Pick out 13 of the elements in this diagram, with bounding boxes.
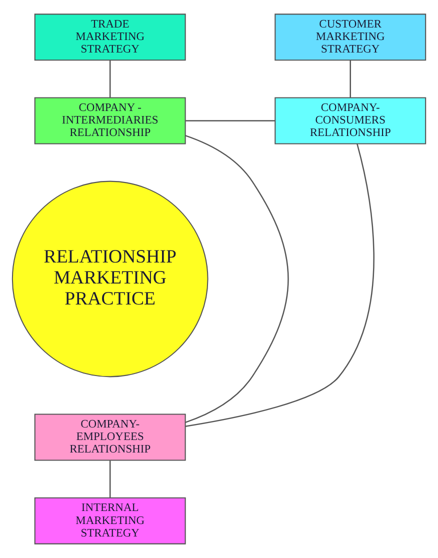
node-box: CUSTOMER MARKETING STRATEGY	[274, 14, 426, 61]
node-box: COMPANY- EMPLOYEES RELATIONSHIP	[34, 414, 186, 461]
node-box: TRADE MARKETING STRATEGY	[34, 14, 186, 61]
connector	[109, 60, 111, 98]
node-box: INTERNAL MARKETING STRATEGY	[34, 497, 186, 544]
connector	[185, 144, 374, 427]
connector	[109, 460, 111, 498]
node-box: COMPANY- CONSUMERS RELATIONSHIP	[274, 97, 426, 144]
connector	[350, 60, 351, 98]
node-box: COMPANY - INTERMEDIARIES RELATIONSHIP	[34, 97, 186, 144]
connector	[186, 120, 276, 122]
connector	[185, 135, 289, 423]
node-circle: RELATIONSHIP MARKETING PRACTICE	[12, 180, 208, 378]
